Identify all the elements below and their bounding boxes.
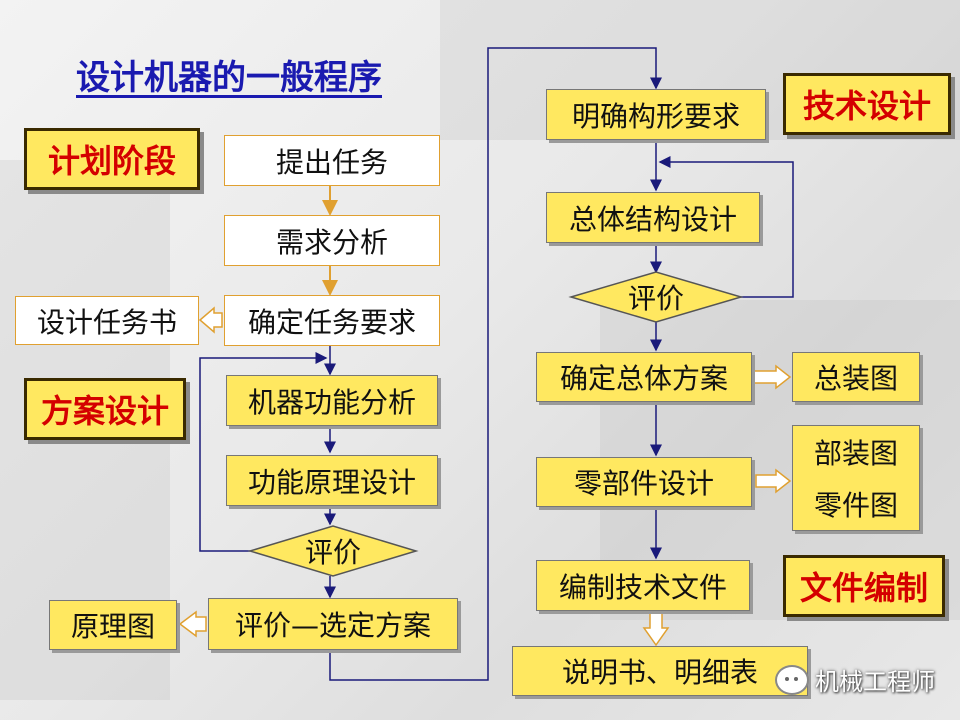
- needs-analysis-box: 需求分析: [224, 215, 440, 266]
- overall-structure-box: 总体结构设计: [546, 192, 760, 243]
- function-analysis-box: 机器功能分析: [226, 375, 438, 426]
- page-title: 设计机器的一般程序: [76, 58, 382, 98]
- parts-design-box: 零部件设计: [536, 457, 752, 507]
- subassembly-drawing-label: 部装图: [813, 437, 898, 470]
- watermark: 机械工程师: [775, 662, 935, 697]
- right-evaluate-label: 评价: [627, 282, 684, 315]
- stage-planning-label: 计划阶段: [24, 128, 200, 190]
- subassembly-part-drawing-box: 部装图 零件图: [792, 425, 920, 531]
- define-requirements-box: 确定任务要求: [224, 295, 440, 346]
- stage-technical-design-label: 技术设计: [783, 73, 951, 135]
- select-scheme-box: 评价—选定方案: [208, 598, 458, 650]
- wechat-icon: [775, 664, 809, 695]
- left-evaluate-diamond: [247, 525, 419, 577]
- overall-scheme-box: 确定总体方案: [536, 352, 752, 402]
- part-drawing-label: 零件图: [813, 489, 898, 522]
- define-form-box: 明确构形要求: [546, 89, 766, 140]
- propose-task-box: 提出任务: [224, 135, 440, 186]
- manual-box: 说明书、明细表: [512, 646, 808, 696]
- stage-documentation-label: 文件编制: [783, 555, 945, 617]
- tech-docs-box: 编制技术文件: [536, 560, 750, 611]
- left-evaluate-label: 评价: [304, 536, 361, 569]
- right-evaluate-diamond: [568, 271, 744, 323]
- schematic-box: 原理图: [49, 600, 177, 650]
- assembly-drawing-box: 总装图: [792, 352, 920, 402]
- stage-scheme-design-label: 方案设计: [24, 378, 186, 440]
- watermark-text: 机械工程师: [815, 668, 935, 696]
- principle-design-box: 功能原理设计: [226, 455, 438, 506]
- task-book-box: 设计任务书: [15, 296, 199, 345]
